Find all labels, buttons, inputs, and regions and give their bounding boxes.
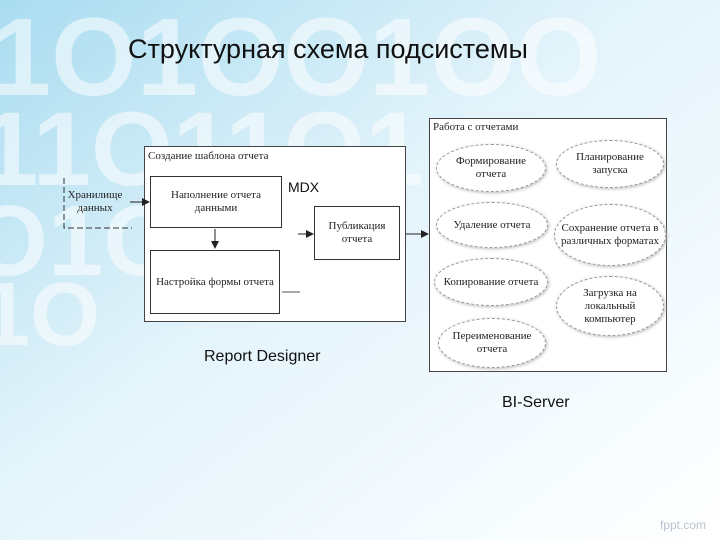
data-storage-label: Хранилище данных <box>67 189 123 214</box>
bi-server-caption: BI-Server <box>502 394 570 411</box>
slide-title: Структурная схема подсистемы <box>128 34 528 64</box>
svg-text:1O: 1O <box>0 265 100 365</box>
form-report-label: Формирование отчета <box>456 155 526 180</box>
fill-report-box: Наполнение отчета данными <box>150 176 282 228</box>
download-local-node: Загрузка на локальный компьютер <box>556 276 664 336</box>
form-setup-box: Настройка формы отчета <box>150 250 280 314</box>
svg-text:1O1OO1OO: 1O1OO1OO <box>0 0 601 119</box>
report-designer-caption: Report Designer <box>204 348 321 365</box>
mdx-label: MDX <box>288 179 320 195</box>
form-setup-label: Настройка формы отчета <box>156 275 274 288</box>
save-formats-label: Сохранение отчета в различных форматах <box>561 222 659 247</box>
reports-work-panel-title: Работа с отчетами <box>433 121 519 133</box>
download-local-label: Загрузка на локальный компьютер <box>583 286 637 325</box>
delete-report-node: Удаление отчета <box>436 202 548 248</box>
publish-report-box: Публикация отчета <box>314 206 400 260</box>
data-storage-block: Хранилище данных <box>60 176 130 228</box>
form-report-node: Формирование отчета <box>436 144 546 192</box>
copy-report-label: Копирование отчета <box>443 275 539 288</box>
storage-bracket <box>63 178 132 229</box>
fppt-watermark: fppt.com <box>659 518 706 532</box>
delete-report-label: Удаление отчета <box>453 218 531 231</box>
fill-report-label: Наполнение отчета данными <box>171 189 261 214</box>
copy-report-node: Копирование отчета <box>434 258 548 306</box>
rename-report-label: Переименование отчета <box>452 330 532 355</box>
report-template-panel-title: Создание шаблона отчета <box>148 150 269 162</box>
schedule-run-node: Планирование запуска <box>556 140 664 188</box>
schedule-run-label: Планирование запуска <box>576 151 644 176</box>
publish-report-label: Публикация отчета <box>328 220 386 245</box>
rename-report-node: Переименование отчета <box>438 318 546 368</box>
save-formats-node: Сохранение отчета в различных форматах <box>554 204 666 266</box>
